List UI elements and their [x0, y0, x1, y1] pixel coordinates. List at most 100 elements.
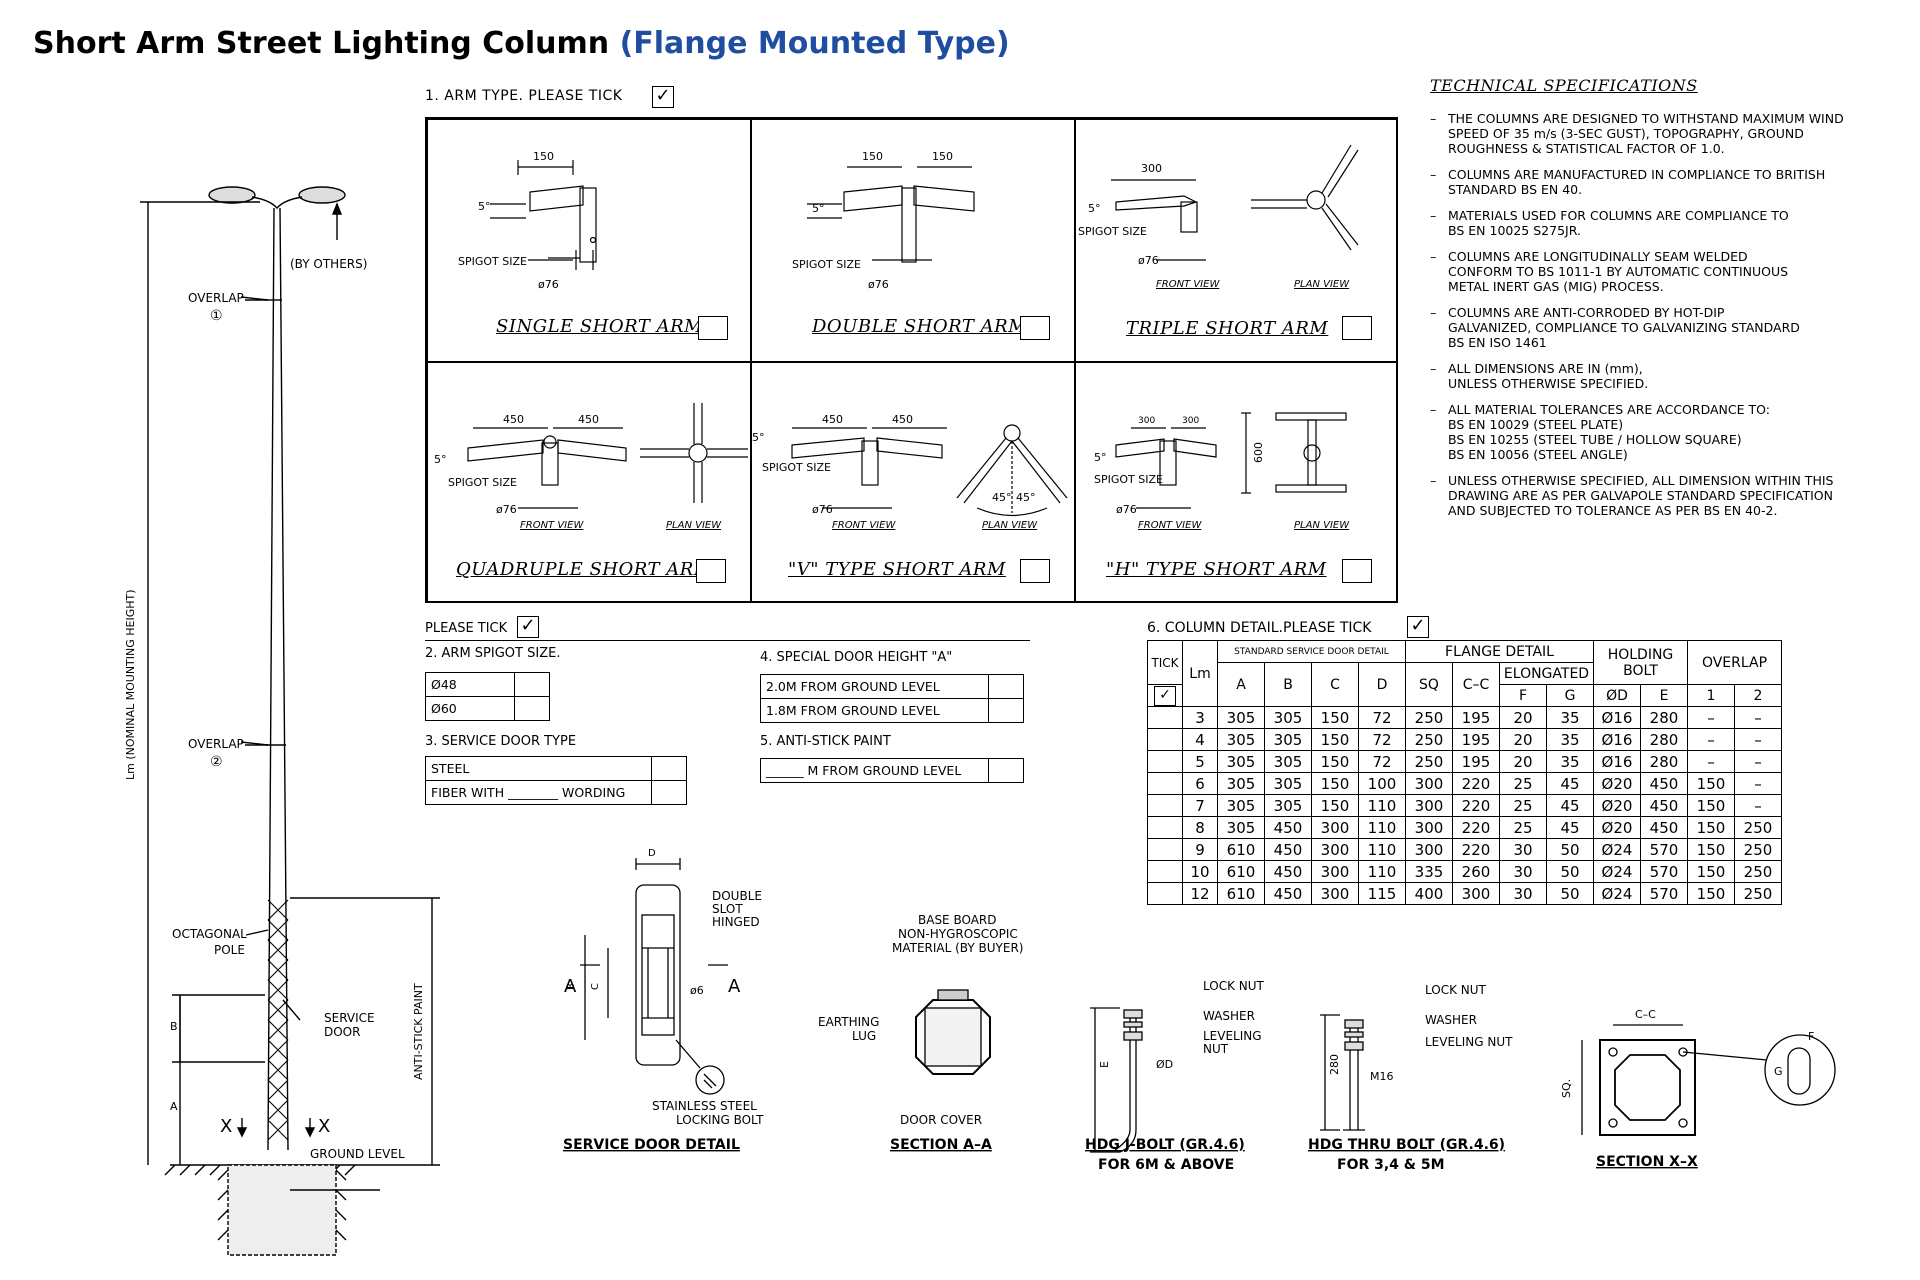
- triple-plan-view: PLAN VIEW: [1294, 279, 1350, 290]
- h-dia: ø76: [1116, 503, 1137, 516]
- panel-single-short-arm[interactable]: 150 5° SPIGOT SIZE ø76 SINGLE SHORT ARM: [427, 119, 751, 362]
- double-dim-2: 150: [932, 150, 953, 163]
- j-e: E: [1098, 1061, 1111, 1068]
- overlap-1-number: ①: [210, 308, 223, 324]
- panel-triple-short-arm[interactable]: 300 5° SPIGOT SIZE ø76 FRONT VIEW PLAN V…: [1075, 119, 1398, 362]
- table-cell: 150: [1311, 772, 1359, 795]
- v-type-short-arm-label: "V" TYPE SHORT ARM: [788, 559, 1006, 580]
- stainless-1: STAINLESS STEEL: [652, 1099, 757, 1113]
- quadruple-short-arm-checkbox[interactable]: [696, 559, 726, 583]
- lantern-right: [298, 186, 346, 204]
- door-type-checkbox[interactable]: [651, 756, 687, 781]
- double-slot-3: HINGED: [712, 915, 760, 929]
- table-cell: 50: [1546, 860, 1594, 883]
- tech-spec-item: UNLESS OTHERWISE SPECIFIED, ALL DIMENSIO…: [1430, 473, 1850, 518]
- v-angle-1: 45°: [992, 491, 1012, 504]
- panel-quadruple-short-arm[interactable]: 450 450 5° SPIGOT SIZE ø76 FRONT VIEW PL…: [427, 362, 751, 603]
- tech-spec-item: ALL DIMENSIONS ARE IN (mm),UNLESS OTHERW…: [1430, 361, 1850, 391]
- tech-spec-item: COLUMNS ARE ANTI-CORRODED BY HOT-DIPGALV…: [1430, 305, 1850, 350]
- table-cell: 450: [1264, 882, 1312, 905]
- anti-stick-checkbox[interactable]: [988, 758, 1024, 783]
- table-cell: 250: [1405, 706, 1453, 729]
- door-type-checkbox[interactable]: [651, 780, 687, 805]
- j-nut: NUT: [1203, 1042, 1229, 1056]
- section-x-right: X: [318, 1116, 330, 1137]
- table-cell: 150: [1687, 772, 1735, 795]
- table-cell: 25: [1499, 816, 1547, 839]
- triple-short-arm-checkbox[interactable]: [1342, 316, 1372, 340]
- j-bolt-label: HDG J-BOLT (GR.4.6): [1085, 1137, 1245, 1153]
- door-height-table: 2.0M FROM GROUND LEVEL 1.8M FROM GROUND …: [760, 674, 1024, 723]
- stainless-2: LOCKING BOLT: [676, 1113, 764, 1127]
- title-main: Short Arm Street Lighting Column: [33, 26, 610, 61]
- single-short-arm-label: SINGLE SHORT ARM: [496, 316, 704, 337]
- th-tick-box[interactable]: ✓: [1147, 684, 1183, 707]
- th-overlap: OVERLAP: [1687, 640, 1782, 685]
- spigot-row[interactable]: Ø60: [425, 696, 550, 721]
- t-leveling-nut: LEVELING NUT: [1425, 1035, 1513, 1049]
- triple-arm-drawing: 300 5° SPIGOT SIZE ø76 FRONT VIEW PLAN V…: [1078, 144, 1359, 290]
- base-board-1: BASE BOARD: [918, 913, 997, 927]
- triple-spigot: SPIGOT SIZE: [1078, 225, 1147, 238]
- spigot-checkbox[interactable]: [514, 672, 550, 697]
- anti-stick-row[interactable]: ______ M FROM GROUND LEVEL: [760, 758, 1024, 783]
- door-height-checkbox[interactable]: [988, 674, 1024, 699]
- h-plan-view: PLAN VIEW: [1294, 520, 1350, 531]
- options-divider: [425, 640, 1030, 641]
- v-angle: 5°: [752, 431, 765, 444]
- lantern-left: [208, 186, 256, 204]
- panel-v-type-short-arm[interactable]: 450 450 5° SPIGOT SIZE ø76 45° 45° FRONT…: [751, 362, 1075, 603]
- spigot-checkbox[interactable]: [514, 696, 550, 721]
- base-board-3: MATERIAL (BY BUYER): [892, 941, 1023, 955]
- table-cell: 150: [1687, 794, 1735, 817]
- table-cell: 72: [1358, 706, 1406, 729]
- table-cell: 195: [1452, 706, 1500, 729]
- double-short-arm-label: DOUBLE SHORT ARM: [812, 316, 1028, 337]
- panel-h-type-short-arm[interactable]: 300 300 5° SPIGOT SIZE ø76 600 FRONT VIE…: [1075, 362, 1398, 603]
- table-cell: 195: [1452, 728, 1500, 751]
- column-detail-tick-box[interactable]: ✓: [1407, 616, 1429, 638]
- v-arm-drawing: 450 450 5° SPIGOT SIZE ø76 45° 45° FRONT…: [752, 413, 1068, 531]
- anti-stick-label: ANTI-STICK PAINT: [412, 983, 425, 1080]
- spigot-row[interactable]: Ø48: [425, 672, 550, 697]
- earthing-2: LUG: [852, 1029, 876, 1043]
- xx-f: F: [1808, 1030, 1814, 1043]
- table-cell: 305: [1264, 750, 1312, 773]
- double-dia: ø76: [868, 278, 889, 291]
- door-height-row[interactable]: 1.8M FROM GROUND LEVEL: [760, 698, 1024, 723]
- v-plan-view: PLAN VIEW: [982, 520, 1038, 531]
- panel-double-short-arm[interactable]: 150 150 5° SPIGOT SIZE ø76 DOUBLE SHORT …: [751, 119, 1075, 362]
- table-cell: Ø16: [1593, 750, 1641, 773]
- h-angle: 5°: [1094, 451, 1107, 464]
- table-cell: 12: [1182, 882, 1218, 905]
- table-cell: 280: [1640, 750, 1688, 773]
- table-cell: –: [1734, 772, 1782, 795]
- ground-level-label: GROUND LEVEL: [310, 1147, 405, 1161]
- v-type-short-arm-checkbox[interactable]: [1020, 559, 1050, 583]
- anti-stick-table: ______ M FROM GROUND LEVEL: [760, 758, 1024, 783]
- table-cell: 400: [1405, 882, 1453, 905]
- table-cell: 450: [1640, 794, 1688, 817]
- arm-type-tick-box[interactable]: ✓: [652, 86, 674, 108]
- table-cell: Ø24: [1593, 838, 1641, 861]
- section-xx-label: SECTION X–X: [1596, 1154, 1698, 1170]
- table-cell: Ø24: [1593, 882, 1641, 905]
- table-cell: 570: [1640, 838, 1688, 861]
- table-cell: 45: [1546, 772, 1594, 795]
- h-type-short-arm-checkbox[interactable]: [1342, 559, 1372, 583]
- please-tick-box[interactable]: ✓: [517, 616, 539, 638]
- tech-spec-item: ALL MATERIAL TOLERANCES ARE ACCORDANCE T…: [1430, 402, 1850, 462]
- door-type-row[interactable]: STEEL: [425, 756, 687, 781]
- door-type-row[interactable]: FIBER WITH ________ WORDING: [425, 780, 687, 805]
- door-height-checkbox[interactable]: [988, 698, 1024, 723]
- single-angle: 5°: [478, 200, 491, 213]
- double-slot-2: SLOT: [712, 902, 743, 916]
- spigot-size-table: Ø48 Ø60: [425, 672, 550, 721]
- single-short-arm-checkbox[interactable]: [698, 316, 728, 340]
- anti-stick-heading: 5. ANTI-STICK PAINT: [760, 734, 891, 749]
- table-cell: 570: [1640, 860, 1688, 883]
- double-short-arm-checkbox[interactable]: [1020, 316, 1050, 340]
